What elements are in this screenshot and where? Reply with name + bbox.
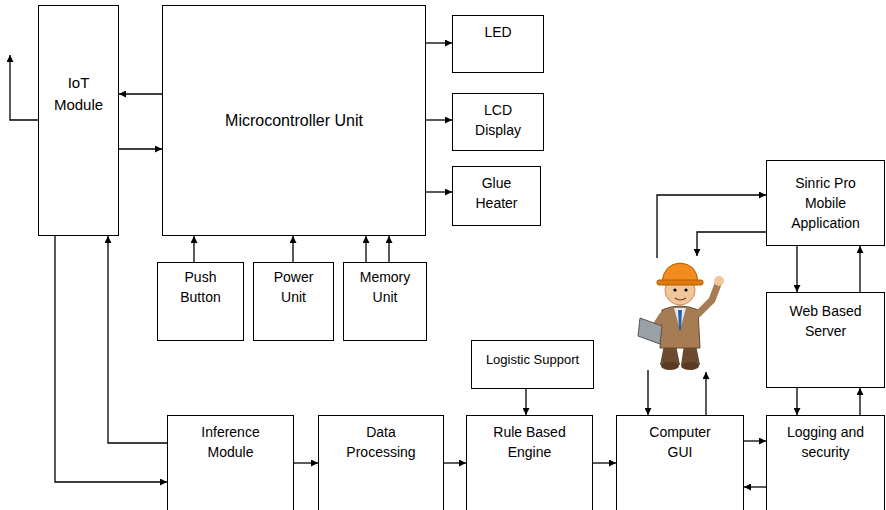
box-label: Rule Based Engine — [485, 422, 574, 463]
connector-arrow — [525, 389, 526, 415]
connector-arrow — [426, 42, 452, 43]
connector-arrow — [119, 93, 162, 94]
connector-arrow — [744, 440, 766, 441]
user-link — [657, 195, 766, 258]
connector-arrow — [426, 191, 452, 192]
output-box: LCD Display — [452, 93, 544, 151]
support-box: Logistic Support — [471, 340, 594, 389]
process-box: Inference Module — [167, 415, 294, 510]
connector-arrow — [294, 462, 318, 463]
connector-arrow — [55, 236, 167, 482]
connector-arrow — [119, 148, 162, 149]
output-box: LED — [452, 15, 544, 73]
user-link — [647, 370, 648, 415]
box-label: Push Button — [170, 267, 231, 308]
box-label: IoT Module — [45, 72, 112, 116]
box-label: Power Unit — [264, 267, 323, 308]
box-label: Computer GUI — [635, 422, 725, 463]
box-label: Logging and security — [776, 422, 875, 463]
box-label: Web Based Server — [776, 301, 875, 342]
controller-box: Microcontroller Unit — [162, 5, 426, 236]
app-box: Sinric Pro Mobile Application — [766, 160, 885, 246]
connector-arrow — [426, 119, 452, 120]
connector-arrow — [796, 388, 797, 415]
connector-arrow — [292, 236, 293, 262]
process-box: Data Processing — [318, 415, 444, 510]
box-label: Sinric Pro Mobile Application — [776, 173, 875, 234]
engineer-figure — [638, 263, 724, 370]
box-label: Inference Module — [186, 422, 275, 463]
connector-arrow — [388, 236, 389, 262]
module-box: IoT Module — [38, 5, 119, 236]
box-label: LED — [484, 22, 511, 42]
server-box: Web Based Server — [766, 292, 885, 388]
input-box: Memory Unit — [343, 262, 427, 341]
process-box: Rule Based Engine — [466, 415, 593, 510]
box-label: LCD Display — [465, 100, 531, 141]
connector-arrow — [859, 246, 860, 292]
connector-arrow — [859, 388, 860, 415]
user-link — [705, 372, 706, 415]
connector-arrow — [744, 486, 766, 487]
output-arrow — [10, 55, 38, 120]
box-label: Glue Heater — [465, 173, 528, 214]
box-label: Microcontroller Unit — [225, 109, 363, 132]
process-box: Computer GUI — [616, 415, 744, 510]
connector-arrow — [444, 462, 466, 463]
process-box: Logging and security — [766, 415, 885, 510]
box-label: Data Processing — [337, 422, 425, 463]
connector-arrow — [593, 462, 616, 463]
user-link — [697, 232, 766, 256]
input-box: Push Button — [157, 262, 244, 341]
connector-arrow — [193, 236, 194, 262]
output-box: Glue Heater — [452, 166, 541, 226]
connector-arrow — [796, 246, 797, 292]
box-label: Logistic Support — [486, 351, 579, 370]
input-box: Power Unit — [253, 262, 334, 341]
connector-arrow — [365, 236, 366, 262]
box-label: Memory Unit — [354, 267, 416, 308]
